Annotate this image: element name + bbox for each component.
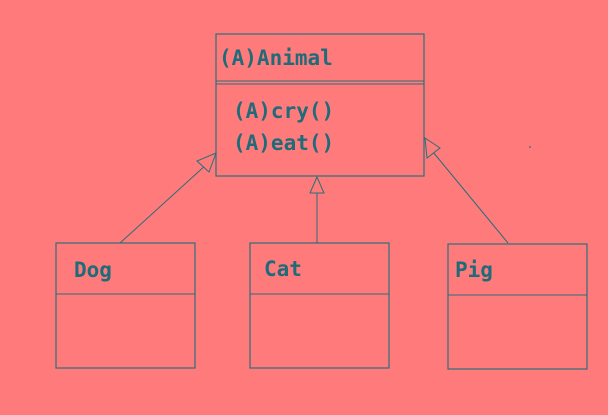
class-box-animal[interactable]: (A)Animal (A)cry() (A)eat(): [215, 33, 425, 177]
class-box-dog[interactable]: Dog: [55, 242, 196, 369]
inheritance-arrow-pig: [424, 136, 509, 244]
class-box-cat[interactable]: Cat: [249, 242, 390, 369]
stray-dot: [529, 146, 531, 148]
method-cry: (A)cry(): [233, 99, 334, 123]
inheritance-arrow-cat: [309, 175, 325, 243]
class-name-animal: (A)Animal: [219, 46, 333, 70]
class-box-pig[interactable]: Pig: [447, 243, 588, 370]
method-eat: (A)eat(): [233, 131, 334, 155]
inheritance-arrow-dog: [119, 152, 217, 244]
class-name-pig: Pig: [455, 258, 493, 282]
class-name-dog: Dog: [74, 258, 112, 282]
class-name-cat: Cat: [264, 257, 302, 281]
